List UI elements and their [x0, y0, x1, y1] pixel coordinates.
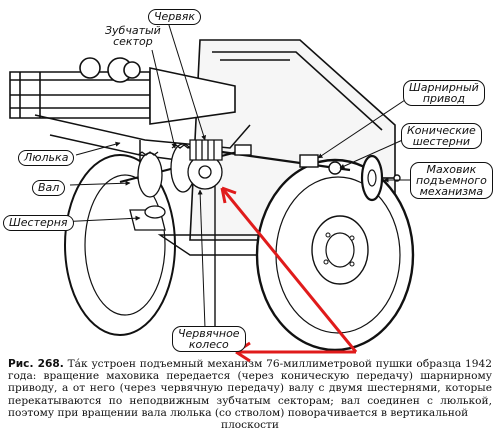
caption-text: Та́к устроен подъемный механизм 76-милли…: [8, 358, 492, 419]
gear-shaft: [119, 143, 246, 231]
label-universal-joint: Шарнирный привод: [403, 80, 485, 106]
label-handwheel: Маховик подъемного механизма: [410, 162, 493, 199]
figure-number: Рис. 268.: [8, 358, 64, 370]
handwheel: [360, 154, 401, 202]
right-wheel: [255, 158, 415, 352]
drive-shaft: [221, 144, 351, 175]
figure-caption: Рис. 268. Та́к устроен подъемный механиз…: [8, 358, 492, 431]
leader-lines: [57, 21, 413, 329]
label-toothed-sector: Зубчатый сектор: [105, 24, 161, 48]
label-shaft: Вал: [32, 180, 66, 196]
label-bevel-gears: Конические шестерни: [401, 123, 482, 149]
worm-gear: [187, 139, 223, 190]
red-annotation-arrows: [220, 186, 358, 363]
label-worm: Червяк: [148, 9, 202, 25]
label-worm-wheel: Червячное колесо: [172, 326, 246, 352]
label-gear: Шестерня: [3, 215, 74, 231]
caption-last-line: плоскости: [221, 419, 279, 432]
gun-barrel: [9, 57, 236, 125]
label-cradle: Люлька: [18, 150, 75, 166]
